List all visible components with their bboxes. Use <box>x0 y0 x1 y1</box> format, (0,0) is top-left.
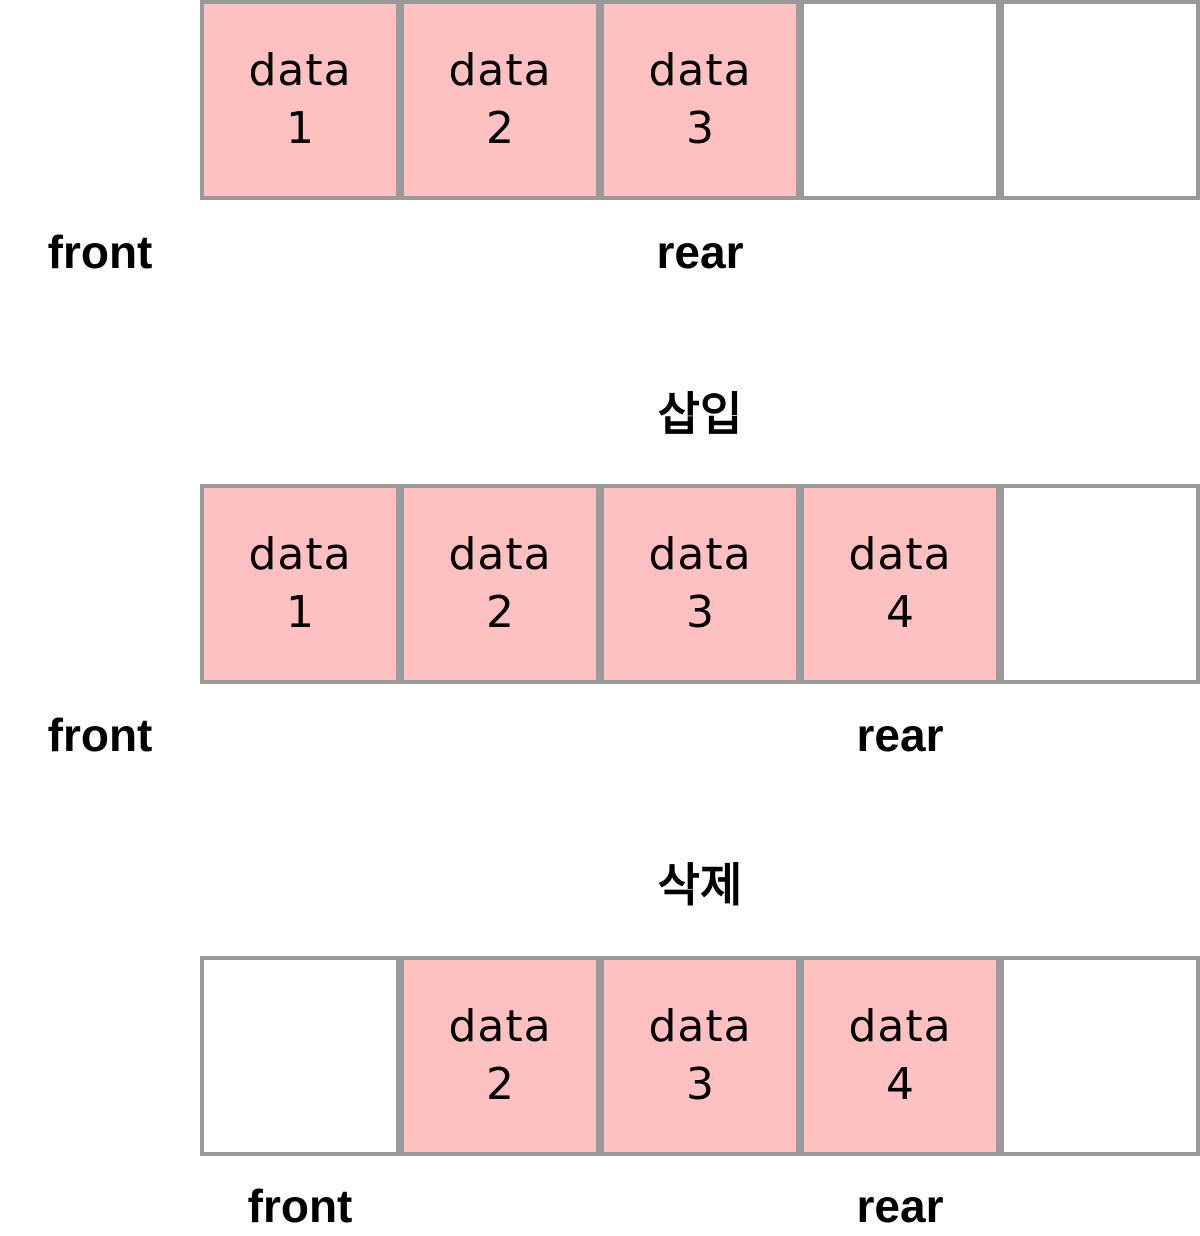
front-pointer-label: front <box>47 226 153 278</box>
cell-number: 1 <box>286 587 314 638</box>
cell-number: 3 <box>686 587 714 638</box>
cell-number: 4 <box>886 1059 914 1110</box>
cell-number: 3 <box>686 103 714 154</box>
queue-cell: data 3 <box>600 0 800 200</box>
queue-cell-empty <box>200 956 400 1156</box>
cell-number: 1 <box>286 103 314 154</box>
queue-cell: data 2 <box>400 484 600 684</box>
cell-number: 4 <box>886 587 914 638</box>
cell-word: data <box>248 45 352 96</box>
queue-array-after-delete: data 2 data 3 data 4 <box>200 956 1200 1156</box>
cell-word: data <box>848 1001 952 1052</box>
queue-array-initial: data 1 data 2 data 3 <box>200 0 1200 200</box>
front-pointer-label: front <box>47 709 153 761</box>
rear-pointer-label: rear <box>856 1180 944 1232</box>
queue-cell: data 1 <box>200 484 400 684</box>
cell-word: data <box>448 45 552 96</box>
rear-pointer-label: rear <box>656 226 744 278</box>
queue-cell-empty <box>1000 0 1200 200</box>
queue-cell: data 3 <box>600 484 800 684</box>
cell-word: data <box>248 529 352 580</box>
cell-word: data <box>448 1001 552 1052</box>
rear-pointer-label: rear <box>856 709 944 761</box>
cell-number: 3 <box>686 1059 714 1110</box>
queue-cell: data 4 <box>800 484 1000 684</box>
queue-array-after-insert: data 1 data 2 data 3 data 4 <box>200 484 1200 684</box>
front-pointer-label: front <box>247 1180 353 1232</box>
queue-cell: data 2 <box>400 956 600 1156</box>
queue-cell-empty <box>1000 956 1200 1156</box>
queue-cell: data 1 <box>200 0 400 200</box>
cell-word: data <box>448 529 552 580</box>
queue-cell: data 4 <box>800 956 1000 1156</box>
cell-word: data <box>648 529 752 580</box>
queue-cell: data 3 <box>600 956 800 1156</box>
queue-cell: data 2 <box>400 0 600 200</box>
cell-word: data <box>648 1001 752 1052</box>
queue-cell-empty <box>800 0 1000 200</box>
queue-cell-empty <box>1000 484 1200 684</box>
cell-number: 2 <box>486 103 514 154</box>
insert-operation-label: 삽입 <box>657 387 743 441</box>
delete-operation-label: 삭제 <box>657 858 743 912</box>
cell-word: data <box>648 45 752 96</box>
cell-word: data <box>848 529 952 580</box>
cell-number: 2 <box>486 1059 514 1110</box>
cell-number: 2 <box>486 587 514 638</box>
